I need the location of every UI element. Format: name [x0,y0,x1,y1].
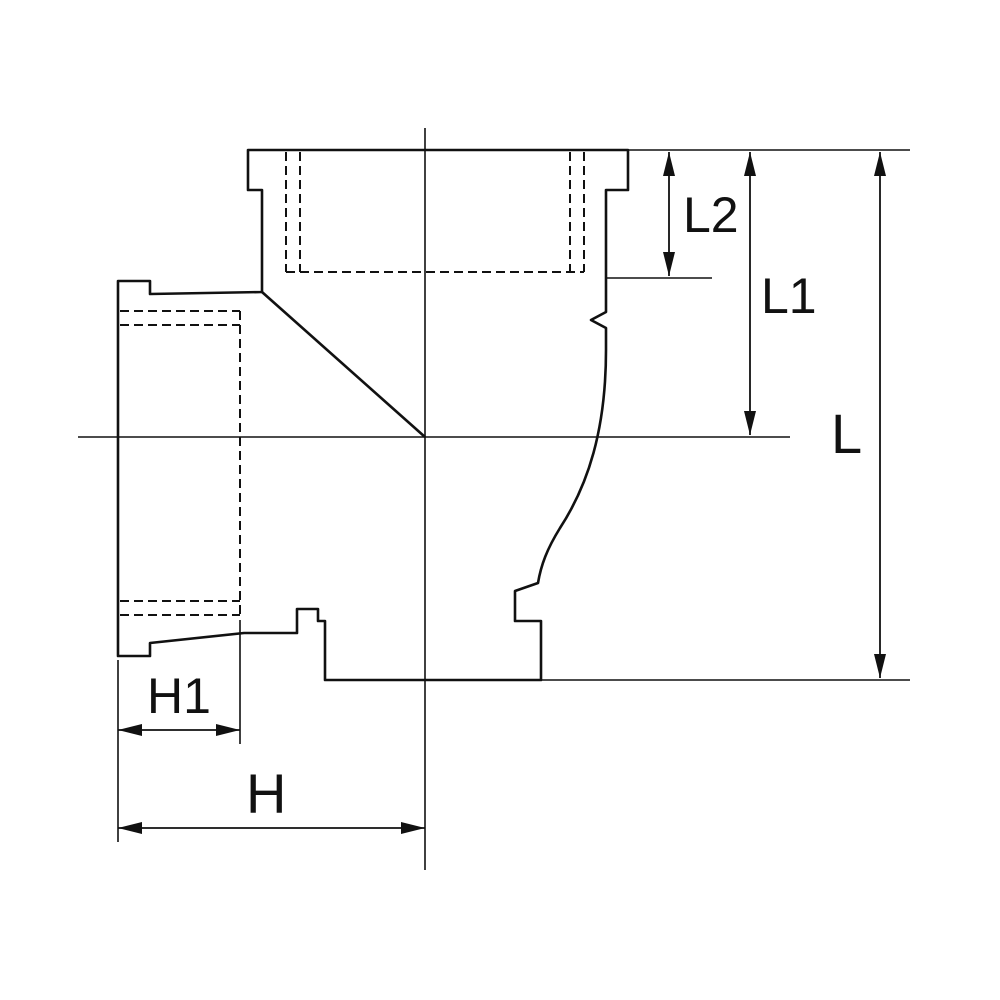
dimension-label-L2: L2 [683,187,739,243]
left-port-thread-lines [120,310,241,616]
arrowhead-up-icon [874,152,886,176]
dimension-label-H1: H1 [147,668,211,724]
top-port-thread-lines [285,152,585,273]
arrowhead-down-icon [663,252,675,276]
arrowhead-up-icon [744,152,756,176]
miter-edge-line [261,291,426,438]
dimension-H1: H1 [118,668,240,736]
arrowhead-right-icon [401,822,425,834]
arrowhead-left-icon [118,822,142,834]
arrowhead-down-icon [874,654,886,678]
dimension-H: H [118,762,425,834]
dimension-label-L: L [831,402,862,465]
fitting-outline [116,148,630,682]
dimension-L1: L1 [744,152,817,435]
extension-lines [117,149,910,842]
arrowhead-down-icon [744,411,756,435]
dimension-label-L1: L1 [761,268,817,324]
dimension-L2: L2 [663,152,739,276]
dimension-L: L [831,152,886,678]
dimension-label-H: H [246,762,286,825]
arrowhead-up-icon [663,152,675,176]
arrowhead-right-icon [216,724,240,736]
arrowhead-left-icon [118,724,142,736]
